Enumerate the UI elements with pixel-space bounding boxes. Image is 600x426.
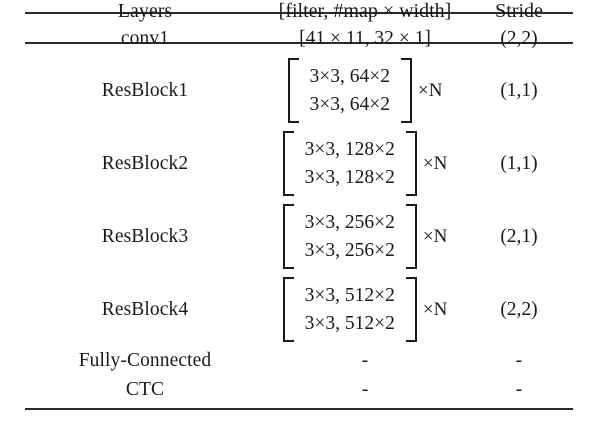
table-row: CTC - - — [25, 375, 573, 404]
layer-stride-cell: (2,1) — [465, 200, 573, 273]
column-header-stride: Stride — [465, 0, 573, 23]
table-header-row: Layers [filter, #map × width] Stride — [25, 0, 573, 23]
layer-stride-label: (1,1) — [500, 152, 538, 174]
matrix-row-1: 3×3, 256×2 — [304, 211, 395, 233]
layer-stride-label: - — [515, 349, 523, 371]
layer-name-label: conv1 — [120, 27, 170, 49]
matrix-row-1: 3×3, 64×2 — [309, 65, 391, 87]
table-row: ResBlock4 3×3, 512×2 3×3, 512×2 ×N — [25, 273, 573, 346]
layer-name-label: ResBlock3 — [101, 225, 189, 247]
layer-name-label: CTC — [125, 378, 165, 400]
matrix-rows: 3×3, 512×2 3×3, 512×2 — [294, 277, 406, 342]
matrix-row-2: 3×3, 64×2 — [309, 93, 391, 115]
layer-stride-label: (1,1) — [500, 79, 538, 101]
layer-stride-label: (2,1) — [500, 225, 538, 247]
layer-filter-cell: 3×3, 512×2 3×3, 512×2 ×N — [265, 273, 465, 346]
left-bracket-icon — [282, 276, 294, 343]
repeat-multiplier: ×N — [422, 225, 448, 247]
right-bracket-icon — [401, 57, 413, 124]
layer-filter-cell: 3×3, 64×2 3×3, 64×2 ×N — [265, 54, 465, 127]
matrix-rows: 3×3, 128×2 3×3, 128×2 — [294, 131, 406, 196]
repeat-multiplier: ×N — [422, 152, 448, 174]
matrix-block: 3×3, 64×2 3×3, 64×2 ×N — [265, 57, 465, 124]
layer-name-cell: ResBlock2 — [25, 127, 265, 200]
layer-filter-cell: [41 × 11, 32 × 1] — [265, 23, 465, 54]
table-rule-bottom — [25, 408, 573, 410]
layer-stride-cell: (1,1) — [465, 127, 573, 200]
table-row: ResBlock1 3×3, 64×2 3×3, 64×2 ×N — [25, 54, 573, 127]
layer-name-cell: ResBlock1 — [25, 54, 265, 127]
right-bracket-icon — [405, 130, 417, 197]
table-rule-top — [25, 12, 573, 14]
matrix-row-2: 3×3, 256×2 — [304, 239, 395, 261]
table-row: conv1 [41 × 11, 32 × 1] (2,2) — [25, 23, 573, 54]
matrix-row-2: 3×3, 512×2 — [304, 312, 395, 334]
layer-stride-cell: - — [465, 346, 573, 375]
layer-filter-label: - — [361, 378, 369, 400]
layer-filter-cell: 3×3, 256×2 3×3, 256×2 ×N — [265, 200, 465, 273]
matrix-block: 3×3, 512×2 3×3, 512×2 ×N — [265, 276, 465, 343]
left-bracket-icon — [282, 130, 294, 197]
layer-name-cell: CTC — [25, 375, 265, 404]
matrix-row-1: 3×3, 128×2 — [304, 138, 395, 160]
right-bracket-icon — [405, 203, 417, 270]
architecture-table: Layers [filter, #map × width] Stride con… — [25, 0, 573, 404]
layer-name-label: ResBlock4 — [101, 298, 189, 320]
layer-stride-cell: (2,2) — [465, 273, 573, 346]
layer-stride-label: - — [515, 378, 523, 400]
repeat-multiplier: ×N — [422, 298, 448, 320]
layer-name-cell: ResBlock4 — [25, 273, 265, 346]
layer-name-cell: conv1 — [25, 23, 265, 54]
layer-stride-label: (2,2) — [500, 27, 538, 49]
layer-name-cell: ResBlock3 — [25, 200, 265, 273]
column-header-filter-label: [filter, #map × width] — [278, 0, 452, 22]
matrix-bracket-group: 3×3, 256×2 3×3, 256×2 — [282, 203, 417, 270]
table-row: ResBlock3 3×3, 256×2 3×3, 256×2 ×N — [25, 200, 573, 273]
layer-filter-cell: 3×3, 128×2 3×3, 128×2 ×N — [265, 127, 465, 200]
layer-filter-label: - — [361, 349, 369, 371]
layer-stride-cell: - — [465, 375, 573, 404]
matrix-row-2: 3×3, 128×2 — [304, 166, 395, 188]
table-rule-middle — [25, 42, 573, 44]
column-header-filter: [filter, #map × width] — [265, 0, 465, 23]
layer-stride-cell: (2,2) — [465, 23, 573, 54]
layer-filter-cell: - — [265, 346, 465, 375]
layer-stride-label: (2,2) — [500, 298, 538, 320]
layer-name-cell: Fully-Connected — [25, 346, 265, 375]
matrix-block: 3×3, 128×2 3×3, 128×2 ×N — [265, 130, 465, 197]
layer-filter-cell: - — [265, 375, 465, 404]
column-header-layers: Layers — [25, 0, 265, 23]
layer-name-label: ResBlock1 — [101, 79, 189, 101]
repeat-multiplier: ×N — [418, 79, 443, 101]
left-bracket-icon — [282, 203, 294, 270]
layer-filter-label: [41 × 11, 32 × 1] — [299, 27, 431, 49]
matrix-rows: 3×3, 64×2 3×3, 64×2 — [299, 58, 402, 123]
matrix-bracket-group: 3×3, 512×2 3×3, 512×2 — [282, 276, 417, 343]
layer-name-label: ResBlock2 — [101, 152, 189, 174]
table-row: ResBlock2 3×3, 128×2 3×3, 128×2 ×N — [25, 127, 573, 200]
matrix-rows: 3×3, 256×2 3×3, 256×2 — [294, 204, 406, 269]
left-bracket-icon — [287, 57, 299, 124]
matrix-bracket-group: 3×3, 64×2 3×3, 64×2 — [287, 57, 413, 124]
layer-stride-cell: (1,1) — [465, 54, 573, 127]
matrix-block: 3×3, 256×2 3×3, 256×2 ×N — [265, 203, 465, 270]
column-header-layers-label: Layers — [117, 0, 173, 22]
matrix-bracket-group: 3×3, 128×2 3×3, 128×2 — [282, 130, 417, 197]
right-bracket-icon — [405, 276, 417, 343]
layer-name-label: Fully-Connected — [78, 349, 212, 371]
table-row: Fully-Connected - - — [25, 346, 573, 375]
matrix-row-1: 3×3, 512×2 — [304, 284, 395, 306]
column-header-stride-label: Stride — [495, 0, 543, 22]
